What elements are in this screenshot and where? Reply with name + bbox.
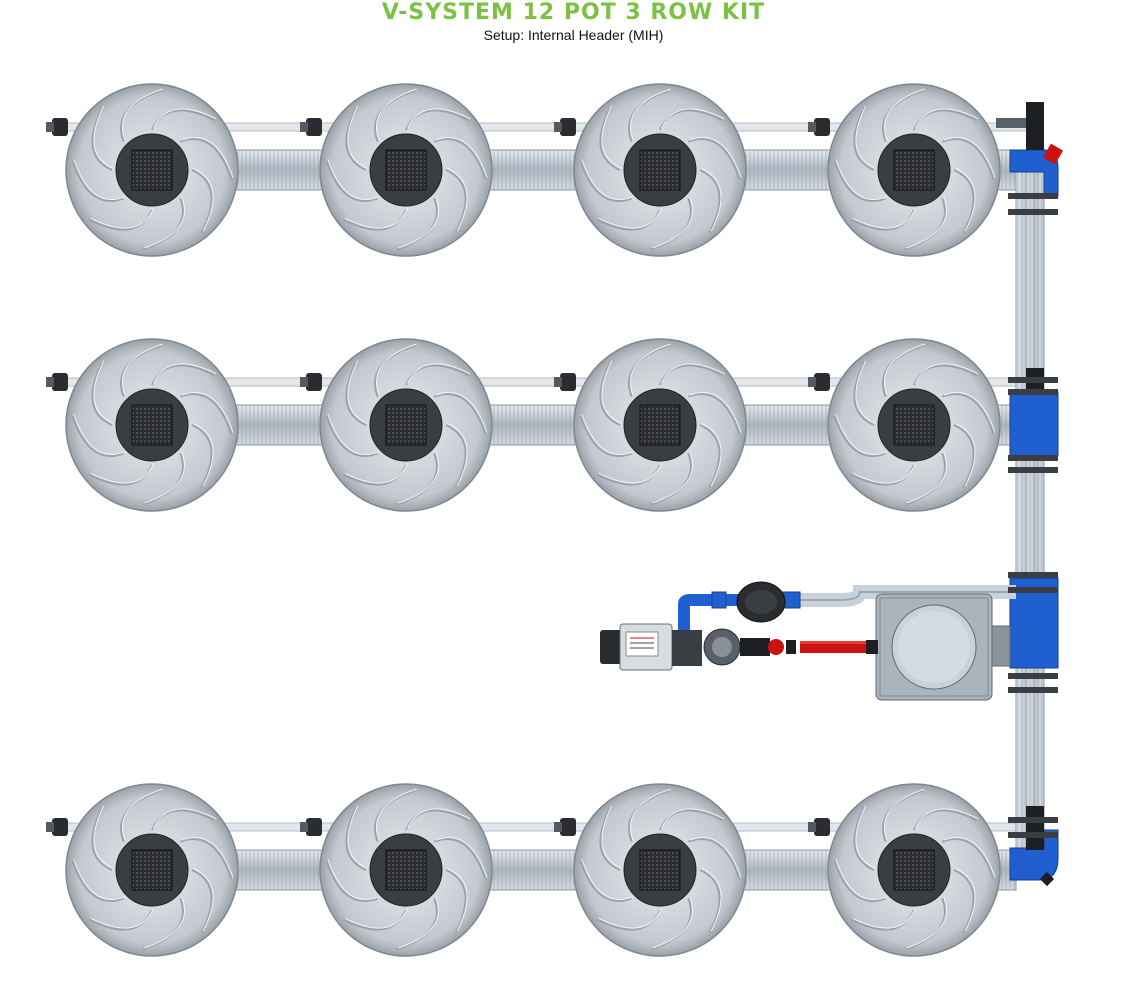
diagram-subtitle: Setup: Internal Header (MIH) (483, 27, 664, 43)
clamp (1008, 467, 1058, 473)
top-valve-icon (996, 102, 1064, 165)
filter-icon (736, 581, 786, 623)
pots-layer (46, 83, 1001, 957)
clamp (1008, 687, 1058, 693)
clamp (1008, 587, 1058, 593)
return-line (800, 585, 1016, 607)
pot (300, 783, 493, 957)
pot (46, 783, 239, 957)
feed-line-red (800, 641, 878, 653)
pump-icon (600, 623, 741, 671)
pot (46, 83, 239, 257)
clamp (1008, 673, 1058, 679)
clamp (1008, 572, 1058, 578)
clamp (1008, 455, 1058, 461)
pot (808, 83, 1001, 257)
clamp (1008, 209, 1058, 215)
clamp (1008, 389, 1058, 395)
valve-icon (740, 638, 796, 656)
internal-header (1015, 149, 1045, 871)
pot (554, 338, 747, 512)
pot (808, 338, 1001, 512)
diagram-title: V-SYSTEM 12 POT 3 ROW KIT (381, 0, 766, 25)
pot (554, 83, 747, 257)
pot (300, 83, 493, 257)
clamp (1008, 832, 1058, 838)
pot (808, 783, 1001, 957)
pot (300, 338, 493, 512)
reservoir-icon (866, 593, 1011, 701)
clamp (1008, 817, 1058, 823)
header-clamps (1008, 193, 1058, 838)
pot (46, 338, 239, 512)
pot (554, 783, 747, 957)
clamp (1008, 377, 1058, 383)
clamp (1008, 193, 1058, 199)
